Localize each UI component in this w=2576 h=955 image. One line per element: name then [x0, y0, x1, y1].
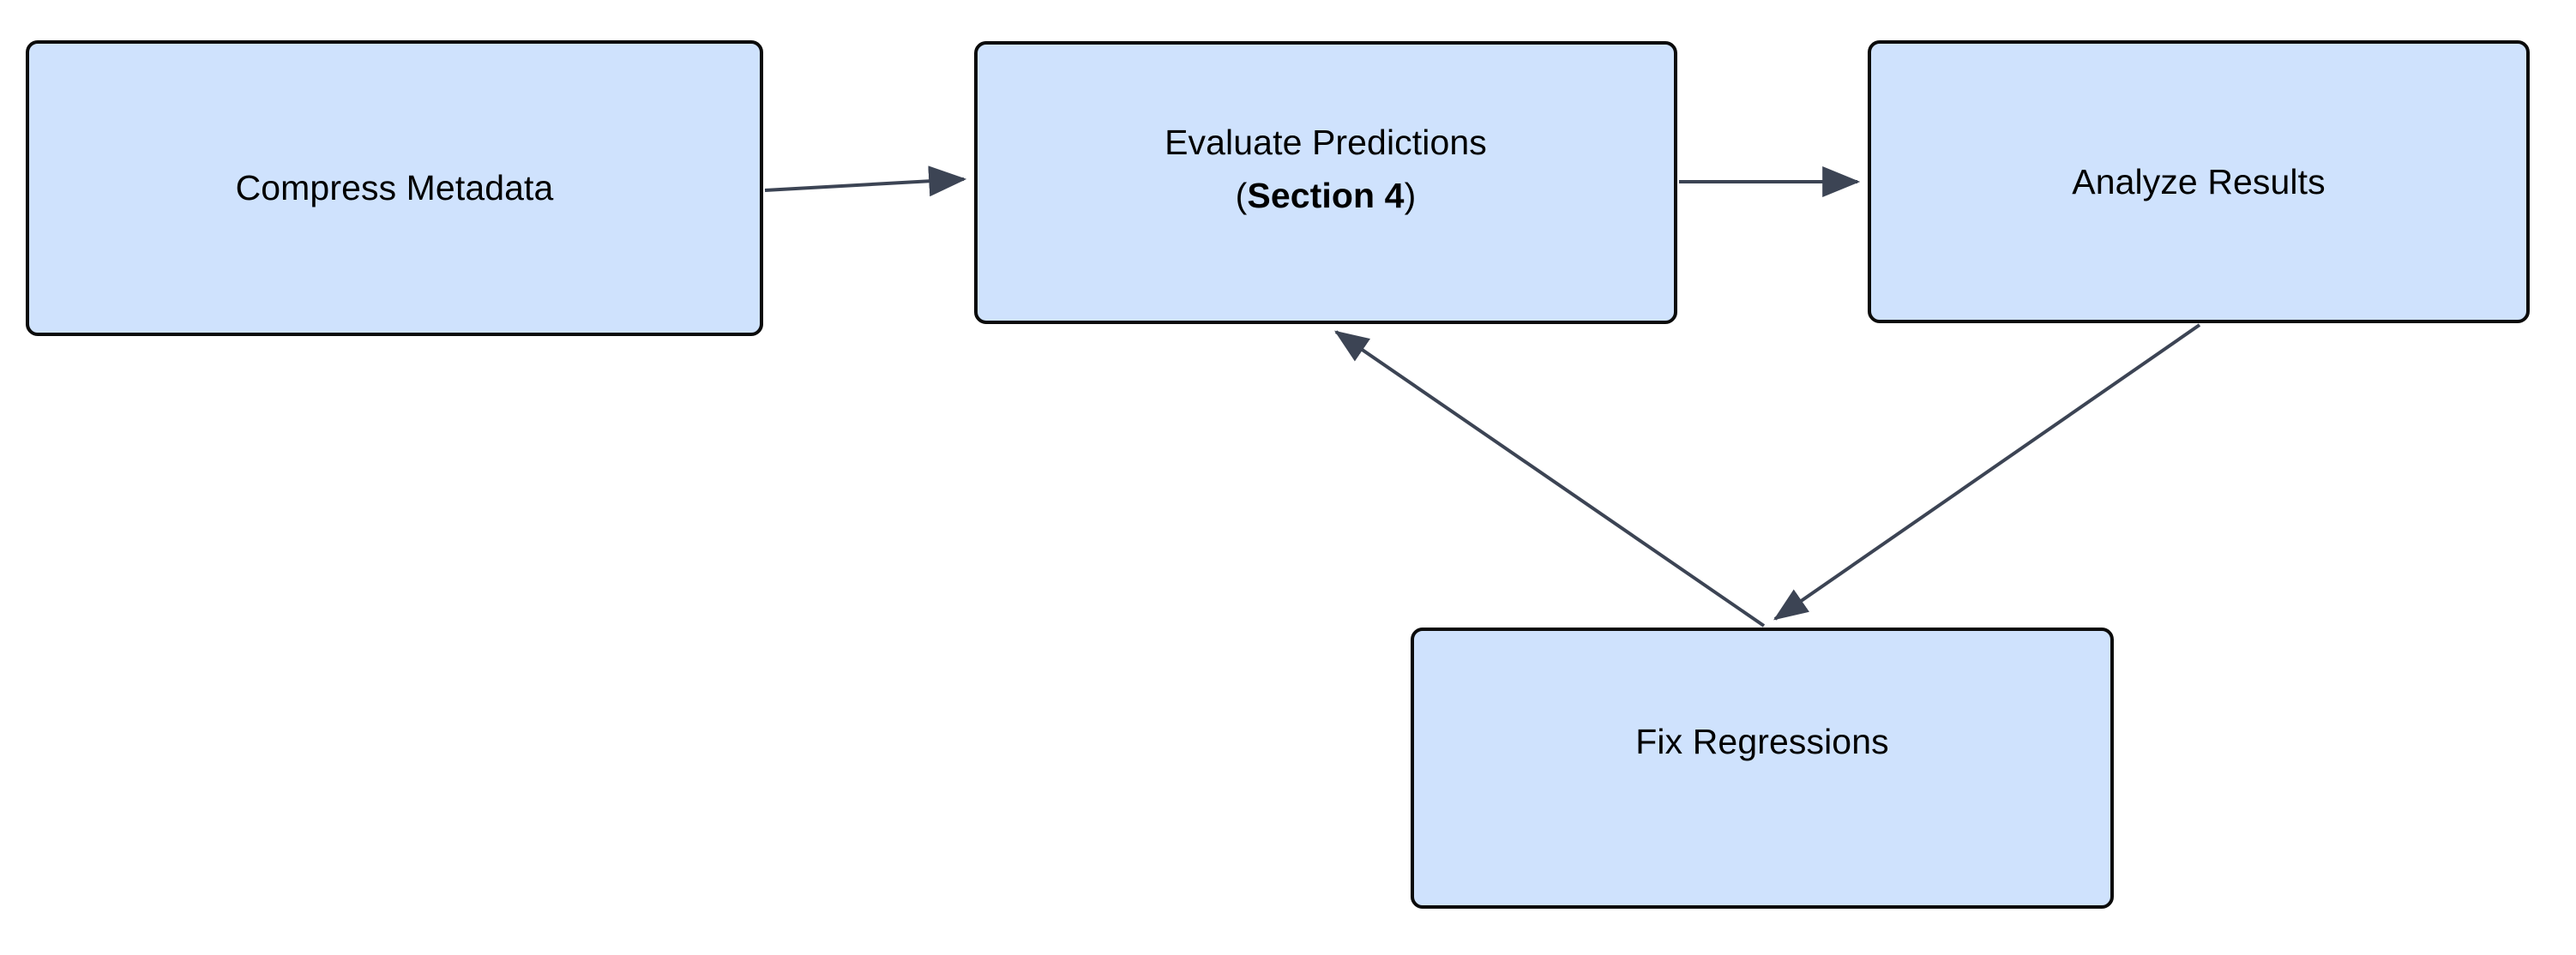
- node-evaluate-predictions-label-line2: (Section 4): [1165, 172, 1487, 219]
- node-analyze-results-label: Analyze Results: [2072, 161, 2326, 201]
- node-fix-regressions-label: Fix Regressions: [1635, 722, 1889, 761]
- node-evaluate-predictions-label-stack: Evaluate Predictions (Section 4): [1165, 119, 1487, 219]
- paren-open: (: [1235, 176, 1248, 215]
- node-evaluate-predictions[interactable]: Evaluate Predictions (Section 4): [974, 41, 1677, 324]
- node-evaluate-predictions-label-line1: Evaluate Predictions: [1165, 122, 1487, 162]
- edge-fix-to-evaluate: [1334, 330, 1766, 628]
- paren-close: ): [1404, 176, 1417, 215]
- edge-analyze-to-fix: [1773, 323, 2201, 621]
- node-analyze-results[interactable]: Analyze Results: [1868, 40, 2530, 323]
- node-compress-metadata-label: Compress Metadata: [235, 168, 554, 208]
- node-compress-metadata[interactable]: Compress Metadata: [26, 40, 763, 336]
- node-fix-regressions[interactable]: Fix Regressions: [1411, 628, 2114, 909]
- section-reference: Section 4: [1247, 176, 1405, 215]
- edge-compress-to-evaluate: [764, 165, 967, 197]
